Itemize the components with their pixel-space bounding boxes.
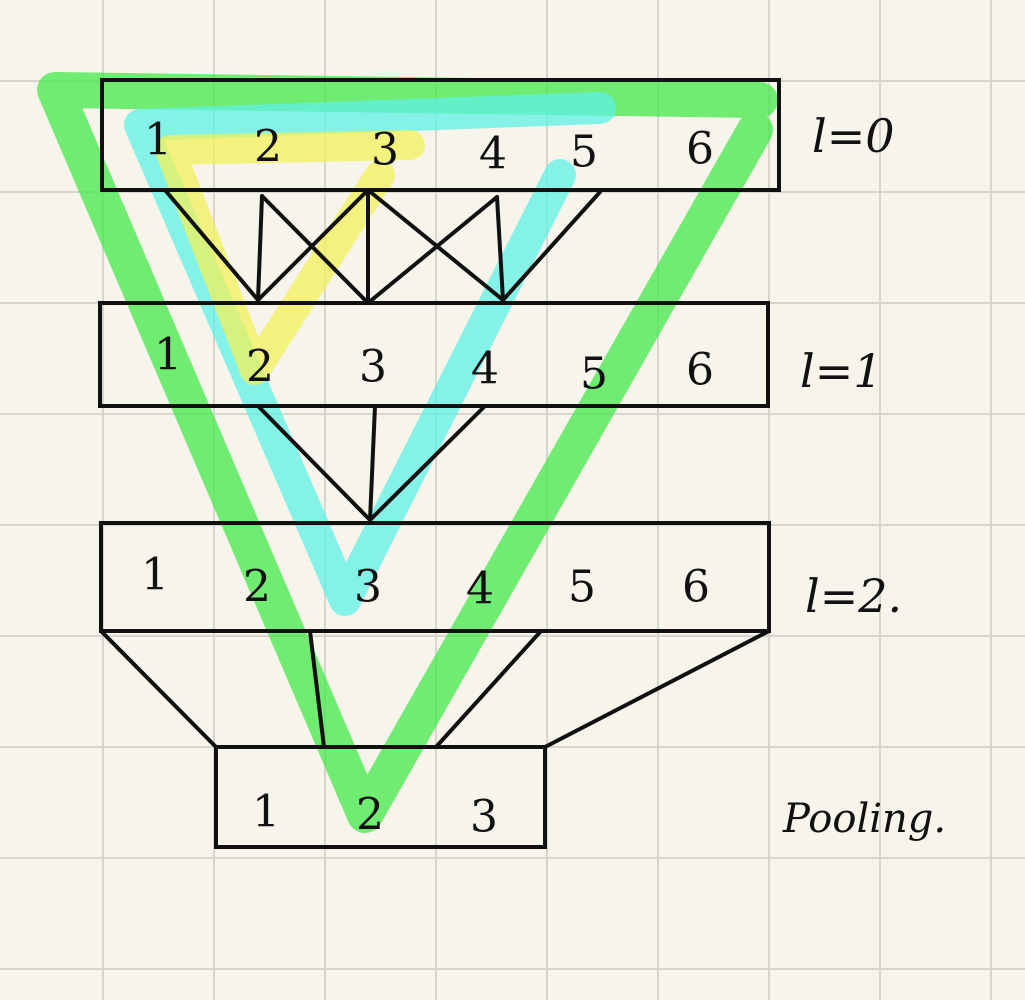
layer-1-node-3: 3 xyxy=(359,342,387,393)
pooling-nodes: 1 2 3 xyxy=(252,787,498,843)
layer-1-node-6: 6 xyxy=(686,345,714,396)
layer-1-nodes: 1 2 3 4 5 6 xyxy=(154,330,714,400)
layer-0-node-4: 4 xyxy=(479,129,507,180)
highlight-green-field xyxy=(37,72,778,833)
layer-2-node-5: 5 xyxy=(568,562,596,613)
layer-1-label: l=1 xyxy=(800,344,883,398)
edge xyxy=(501,190,602,302)
edges-layer0-to-layer1 xyxy=(163,188,602,305)
pooling-box xyxy=(214,745,547,849)
layer-0-nodes: 1 2 3 4 5 6 xyxy=(144,115,714,180)
edge xyxy=(434,629,543,749)
layer-2-node-6: 6 xyxy=(682,562,710,613)
edges-layer1-to-layer2 xyxy=(256,404,487,522)
layer-1-node-2: 2 xyxy=(246,342,274,393)
layer-1-node-4: 4 xyxy=(471,344,499,395)
layer-1-node-5: 5 xyxy=(580,349,608,400)
layer-0-node-1: 1 xyxy=(144,115,172,166)
edge xyxy=(260,194,370,305)
layer-0-node-5: 5 xyxy=(570,127,598,178)
layer-0-label: l=0 xyxy=(812,109,895,163)
layer-2-node-2: 2 xyxy=(243,562,271,613)
layer-0-node-2: 2 xyxy=(254,122,282,173)
layer-2-box xyxy=(99,521,771,633)
pooling-node-1: 1 xyxy=(252,787,280,838)
edge xyxy=(543,629,771,749)
pooling-node-3: 3 xyxy=(470,792,498,843)
edge xyxy=(163,188,260,302)
layer-2-node-4: 4 xyxy=(466,564,494,615)
edge xyxy=(256,194,264,302)
layer-1-node-1: 1 xyxy=(154,330,182,381)
layer-2-node-3: 3 xyxy=(354,562,382,613)
edge xyxy=(366,195,499,305)
layer-2-nodes: 1 2 3 4 5 6 xyxy=(141,550,710,615)
layer-0-box xyxy=(100,78,781,192)
edges-layer2-to-pooling xyxy=(99,629,771,749)
edge xyxy=(368,404,487,522)
edge xyxy=(256,188,370,302)
layer-0-node-6: 6 xyxy=(686,124,714,175)
highlight-yellow-field xyxy=(155,130,425,385)
layer-2-node-1: 1 xyxy=(141,550,169,601)
layer-2-label: l=2. xyxy=(805,569,902,623)
edge xyxy=(495,195,505,302)
pooling-label: Pooling. xyxy=(782,796,946,842)
edge xyxy=(308,629,326,749)
edge xyxy=(256,404,372,522)
layer-0-node-3: 3 xyxy=(371,125,399,176)
edge xyxy=(99,629,218,749)
pooling-node-2: 2 xyxy=(356,790,384,841)
layer-1-box xyxy=(98,301,770,408)
edge xyxy=(368,404,377,522)
